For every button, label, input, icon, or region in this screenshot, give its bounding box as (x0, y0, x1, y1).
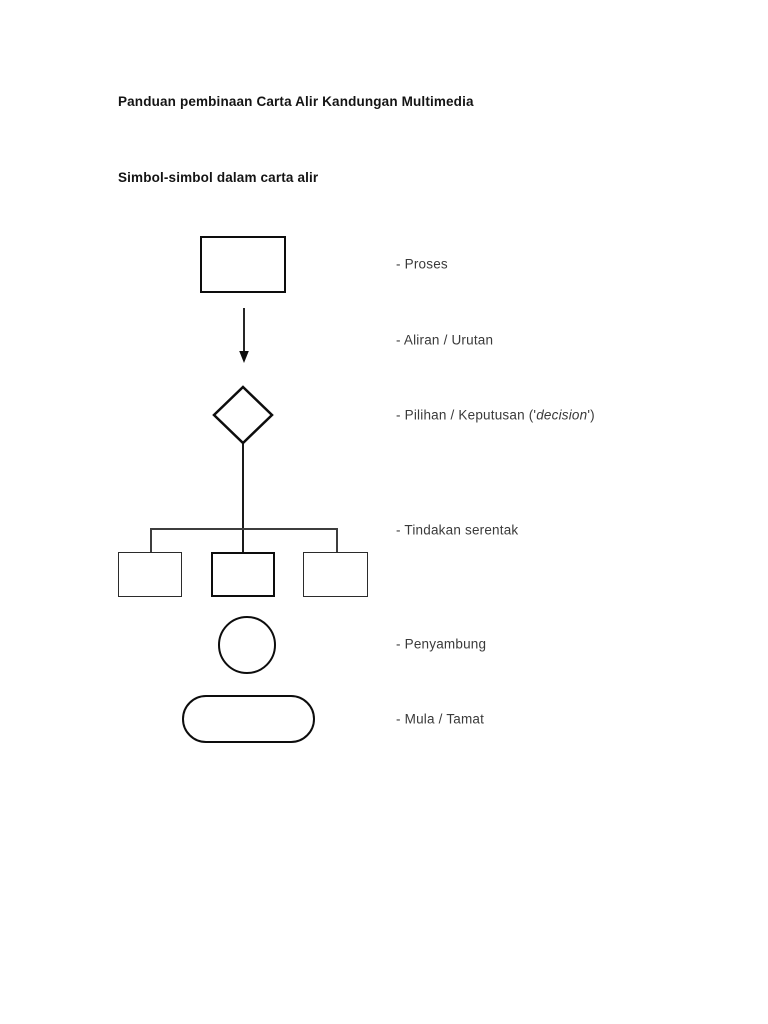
legend-label-tindakan-serentak: - Tindakan serentak (396, 522, 519, 538)
fork-stem-line (242, 444, 245, 554)
process-rectangle-symbol (200, 236, 286, 293)
flow-arrow-symbol (236, 308, 252, 364)
fork-horizontal-bar (150, 528, 338, 530)
page-title: Panduan pembinaan Carta Alir Kandungan M… (118, 94, 474, 109)
legend-label-penyambung: - Penyambung (396, 636, 487, 652)
fork-drop-left (150, 528, 152, 553)
legend-label-italic-decision: decision (536, 407, 588, 423)
section-subtitle: Simbol-simbol dalam carta alir (118, 170, 319, 185)
legend-label-pilihan-keputusan: - Pilihan / Keputusan ('decision') (396, 408, 595, 423)
legend-label-suffix: ') (587, 407, 595, 423)
legend-label-proses: - Proses (396, 256, 448, 272)
parallel-action-box-right (303, 552, 368, 597)
parallel-action-box-middle (211, 552, 275, 597)
legend-label-aliran-urutan: - Aliran / Urutan (396, 332, 494, 348)
connector-circle-symbol (218, 616, 276, 674)
terminator-stadium-symbol (182, 695, 315, 743)
legend-label-prefix: - Pilihan / Keputusan (' (396, 407, 537, 423)
legend-label-mula-tamat: - Mula / Tamat (396, 711, 485, 727)
fork-drop-right (336, 528, 338, 553)
decision-diamond-symbol (212, 385, 274, 445)
parallel-action-box-left (118, 552, 182, 597)
